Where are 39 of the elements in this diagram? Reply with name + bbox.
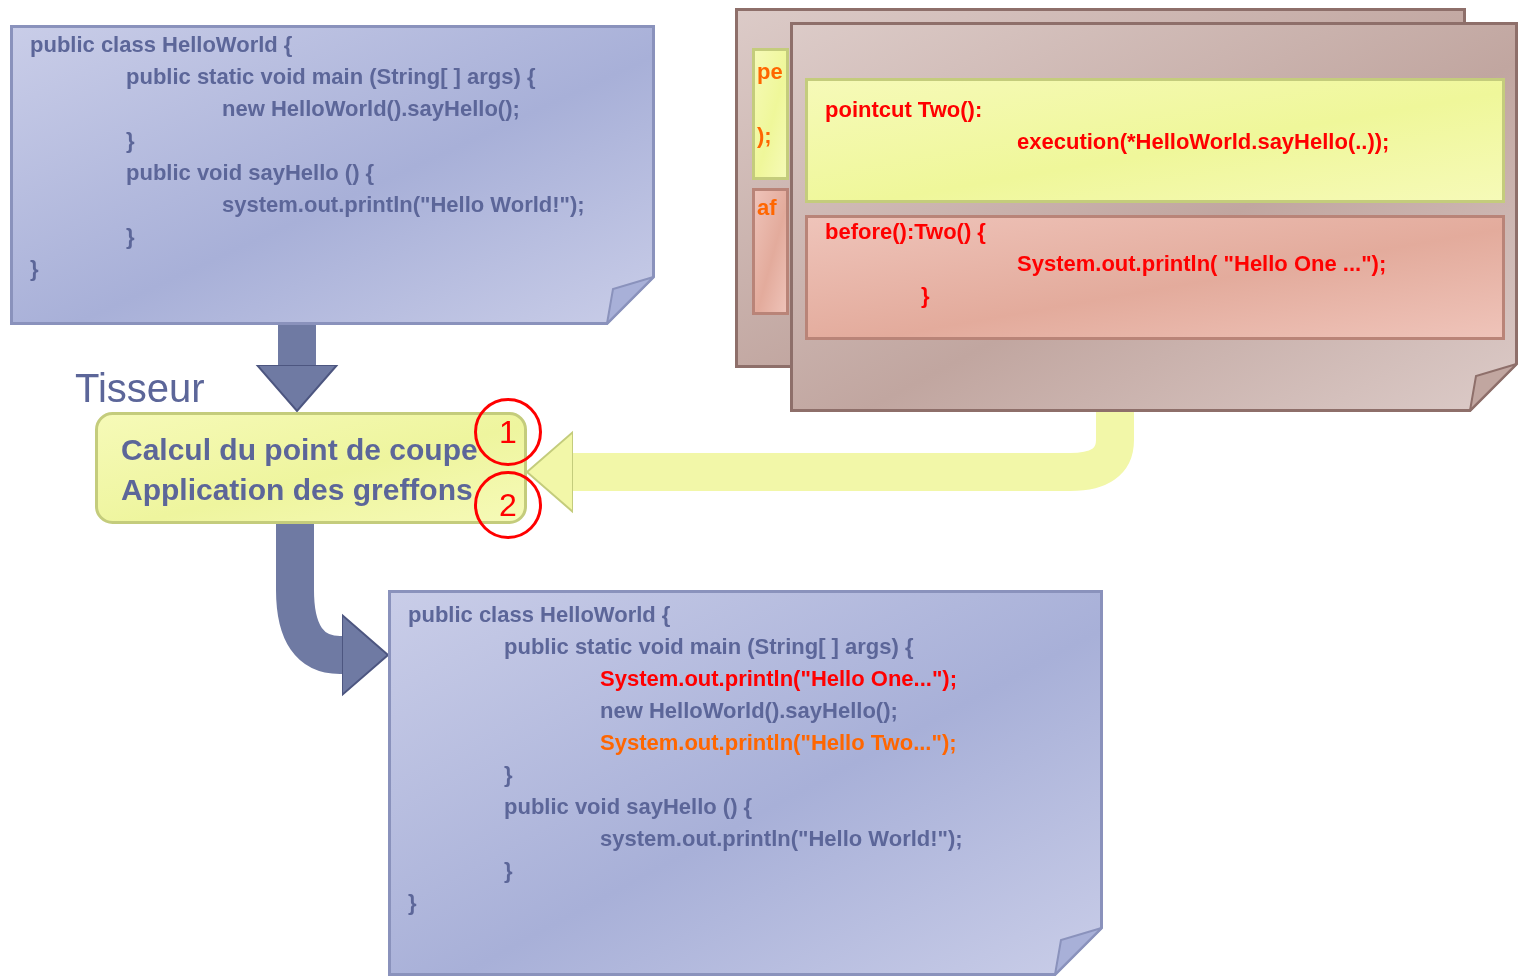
code-line: af — [757, 194, 777, 222]
code-line: new HelloWorld().sayHello(); — [222, 95, 520, 123]
code-line: } — [504, 857, 513, 885]
code-line: before():Two() { — [825, 218, 986, 246]
code-line: public class HelloWorld { — [30, 31, 293, 59]
code-card — [10, 25, 655, 325]
code-line: } — [921, 282, 930, 310]
block-arrow — [526, 412, 1134, 513]
code-line: public class HelloWorld { — [408, 601, 671, 629]
code-line: pe — [757, 58, 783, 86]
code-line: } — [126, 127, 135, 155]
code-line: } — [126, 223, 135, 251]
code-line: } — [408, 889, 417, 917]
code-line: } — [504, 761, 513, 789]
code-card — [388, 590, 1103, 976]
code-line: system.out.println("Hello World!"); — [600, 825, 963, 853]
code-line: pointcut Two(): — [825, 96, 983, 124]
process-text: Application des greffons — [121, 472, 473, 508]
code-line: public void sayHello () { — [126, 159, 375, 187]
code-line: public static void main (String[ ] args) { — [126, 63, 536, 91]
pointcut-panel — [752, 48, 789, 180]
code-line: System.out.println( "Hello One ..."); — [1017, 250, 1387, 278]
code-line: execution(*HelloWorld.sayHello(..)); — [1017, 128, 1390, 156]
code-line: System.out.println("Hello One..."); — [600, 665, 957, 693]
advice-panel — [805, 215, 1505, 340]
advice-panel — [752, 188, 789, 315]
code-line: } — [30, 255, 39, 283]
code-line: System.out.println("Hello Two..."); — [600, 729, 957, 757]
code-line: public void sayHello () { — [504, 793, 753, 821]
code-line: new HelloWorld().sayHello(); — [600, 697, 898, 725]
pointcut-panel — [805, 78, 1505, 203]
process-box — [95, 412, 527, 524]
aspect-card — [790, 22, 1518, 412]
code-line: public static void main (String[ ] args) { — [504, 633, 914, 661]
block-arrow — [256, 325, 338, 412]
code-line: system.out.println("Hello World!"); — [222, 191, 585, 219]
callout-number: 2 — [474, 471, 542, 539]
code-line: ); — [757, 122, 772, 150]
caption-label: Tisseur — [75, 366, 205, 411]
